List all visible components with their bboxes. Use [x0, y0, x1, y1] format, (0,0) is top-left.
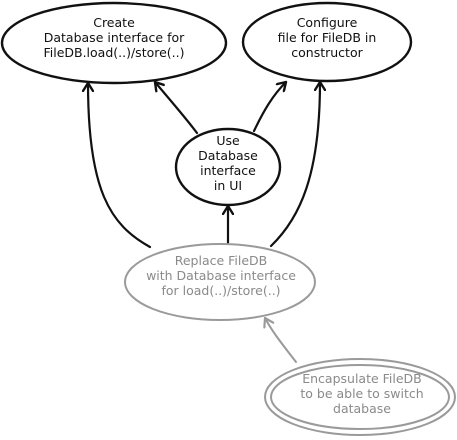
node-replace-filedb: Replace FileDB with Database interface f…	[124, 243, 316, 321]
node-create-db-interface-line-2: Database interface for	[44, 30, 185, 45]
node-use-db-interface-ui-line-3: interface	[200, 163, 256, 178]
node-configure-file-outline	[241, 1, 413, 83]
node-configure-file: Configure file for FileDB in constructor	[241, 1, 413, 83]
node-configure-file-line-3: constructor	[291, 45, 363, 60]
node-replace-filedb-line-2: with Database interface	[146, 268, 296, 283]
node-encapsulate-filedb: Encapsulate FileDB to be able to switch …	[264, 358, 456, 436]
node-replace-filedb-outline	[124, 243, 316, 321]
node-encapsulate-filedb-line-1: Encapsulate FileDB	[302, 371, 422, 386]
node-encapsulate-filedb-line-3: database	[333, 401, 391, 416]
node-use-db-interface-ui-line-1: Use	[216, 133, 240, 148]
edge-replace-to-create	[88, 83, 152, 249]
edge-replace-to-configure	[269, 82, 320, 248]
node-configure-file-line-1: Configure	[297, 15, 358, 30]
node-create-db-interface-line-3: FileDB.load(..)/store(..)	[43, 45, 184, 60]
node-encapsulate-filedb-inner-outline	[270, 364, 450, 430]
node-configure-file-line-2: file for FileDB in	[278, 30, 377, 45]
node-use-db-interface-ui-line-4: in UI	[214, 178, 242, 193]
edge-use-to-configure	[252, 82, 286, 133]
node-create-db-interface: Create Database interface for FileDB.loa…	[0, 1, 228, 85]
edge-encapsulate-to-replace	[265, 318, 297, 363]
node-replace-filedb-line-3: for load(..)/store(..)	[161, 283, 280, 298]
node-use-db-interface-ui-outline	[174, 127, 282, 207]
node-create-db-interface-outline	[0, 1, 228, 85]
edge-use-to-create	[155, 82, 199, 135]
node-replace-filedb-line-1: Replace FileDB	[175, 253, 268, 268]
node-use-db-interface-ui-line-2: Database	[198, 148, 258, 163]
node-encapsulate-filedb-line-2: to be able to switch	[300, 386, 423, 401]
node-use-db-interface-ui: Use Database interface in UI	[174, 127, 282, 207]
node-encapsulate-filedb-outer-outline	[264, 358, 456, 436]
node-create-db-interface-line-1: Create	[93, 15, 135, 30]
